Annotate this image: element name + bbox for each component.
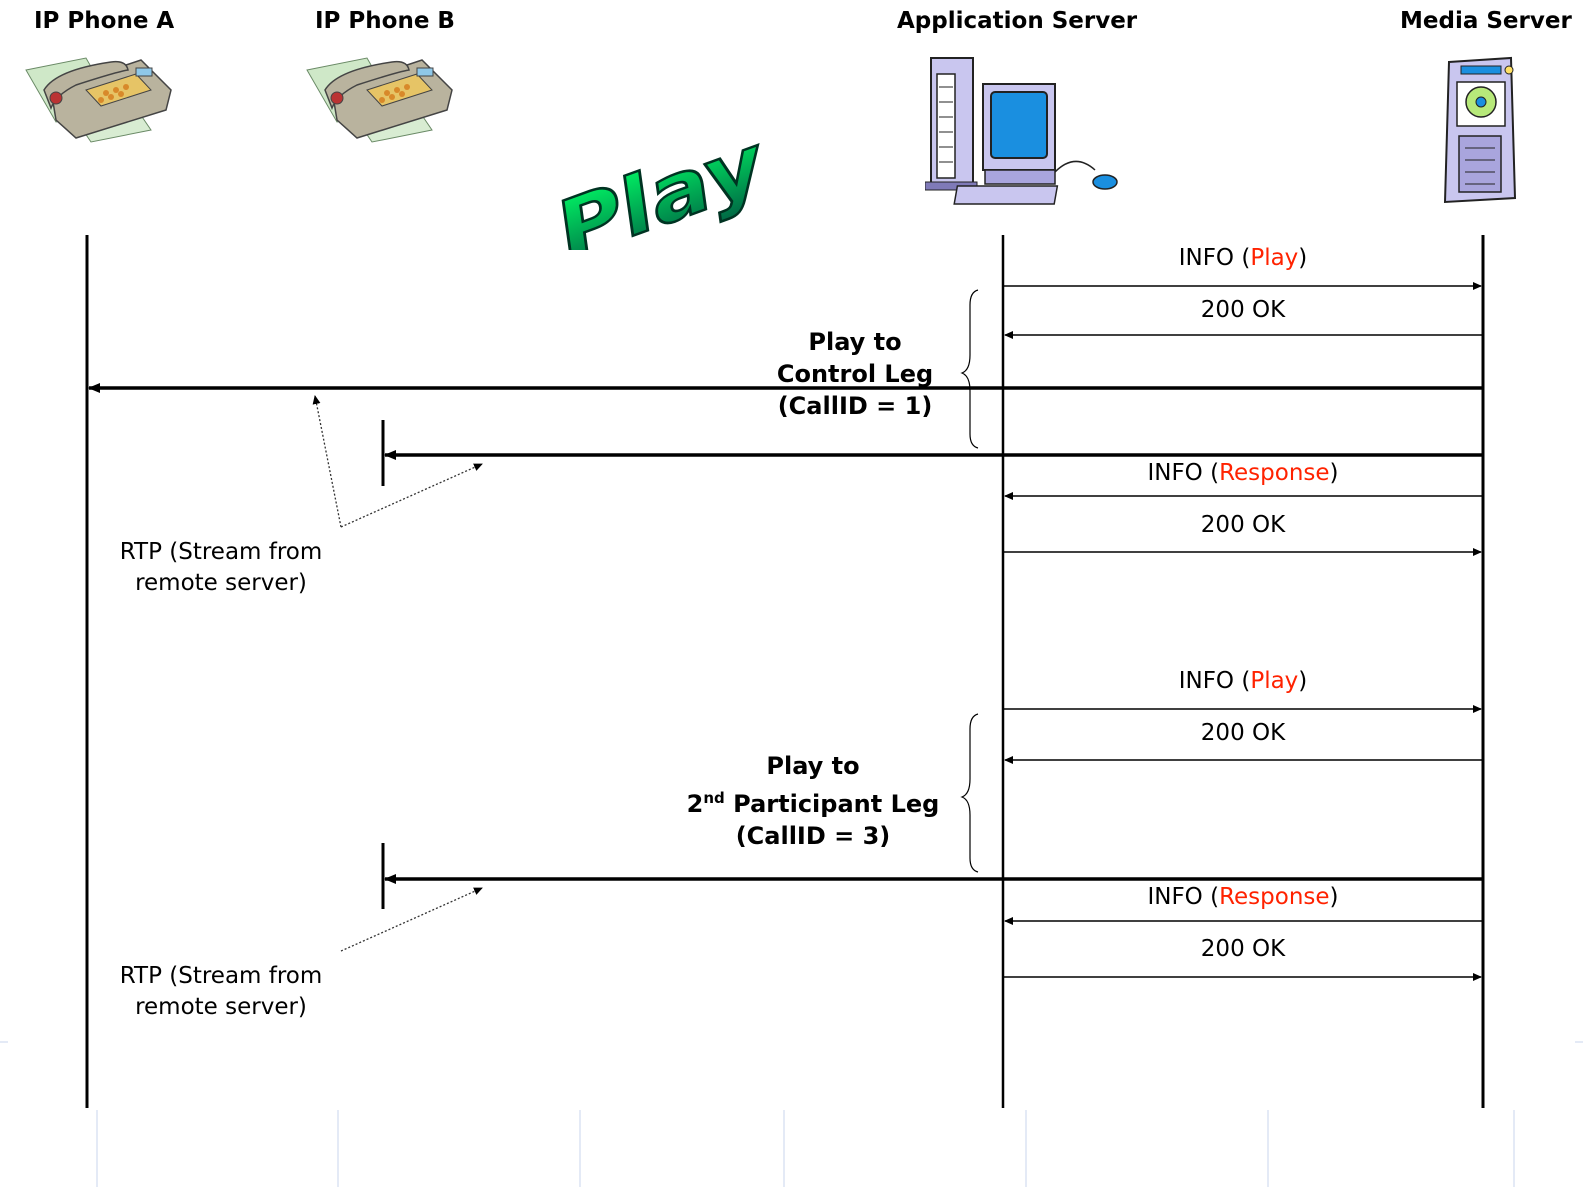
- participant-media-server-label: Media Server: [1400, 8, 1572, 34]
- message-info-response-1: INFO (Response): [1147, 460, 1338, 486]
- brace-group-2: [962, 714, 978, 872]
- group-label-control-leg: Play to Control Leg (CallID = 1): [777, 326, 933, 422]
- rtp-pointer-1a: [315, 396, 341, 527]
- message-info-play-2: INFO (Play): [1179, 668, 1308, 694]
- participant-app-server-label: Application Server: [897, 8, 1137, 34]
- participant-phone-b-label: IP Phone B: [315, 8, 455, 34]
- play-wordart: Play: [545, 120, 795, 250]
- rtp-annotation-1: RTP (Stream from remote server): [120, 537, 323, 599]
- rtp-pointer-1b: [341, 464, 482, 527]
- server-computer-icon: [925, 52, 1135, 212]
- message-info-response-2: INFO (Response): [1147, 884, 1338, 910]
- message-200ok-1: 200 OK: [1201, 297, 1285, 323]
- message-200ok-3: 200 OK: [1201, 720, 1285, 746]
- participant-phone-a-label: IP Phone A: [34, 8, 174, 34]
- group-label-participant-leg: Play to 2nd Participant Leg (CallID = 3): [687, 750, 940, 852]
- phone-icon: [16, 50, 176, 150]
- background-grid: [0, 1042, 1583, 1187]
- rtp-annotation-2: RTP (Stream from remote server): [120, 961, 323, 1023]
- phone-icon: [297, 50, 457, 150]
- message-200ok-2: 200 OK: [1201, 512, 1285, 538]
- media-server-icon: [1443, 52, 1533, 207]
- play-wordart-text: Play: [553, 120, 768, 250]
- rtp-pointer-2: [341, 888, 482, 951]
- message-info-play-1: INFO (Play): [1179, 245, 1308, 271]
- message-200ok-4: 200 OK: [1201, 936, 1285, 962]
- brace-group-1: [962, 290, 978, 448]
